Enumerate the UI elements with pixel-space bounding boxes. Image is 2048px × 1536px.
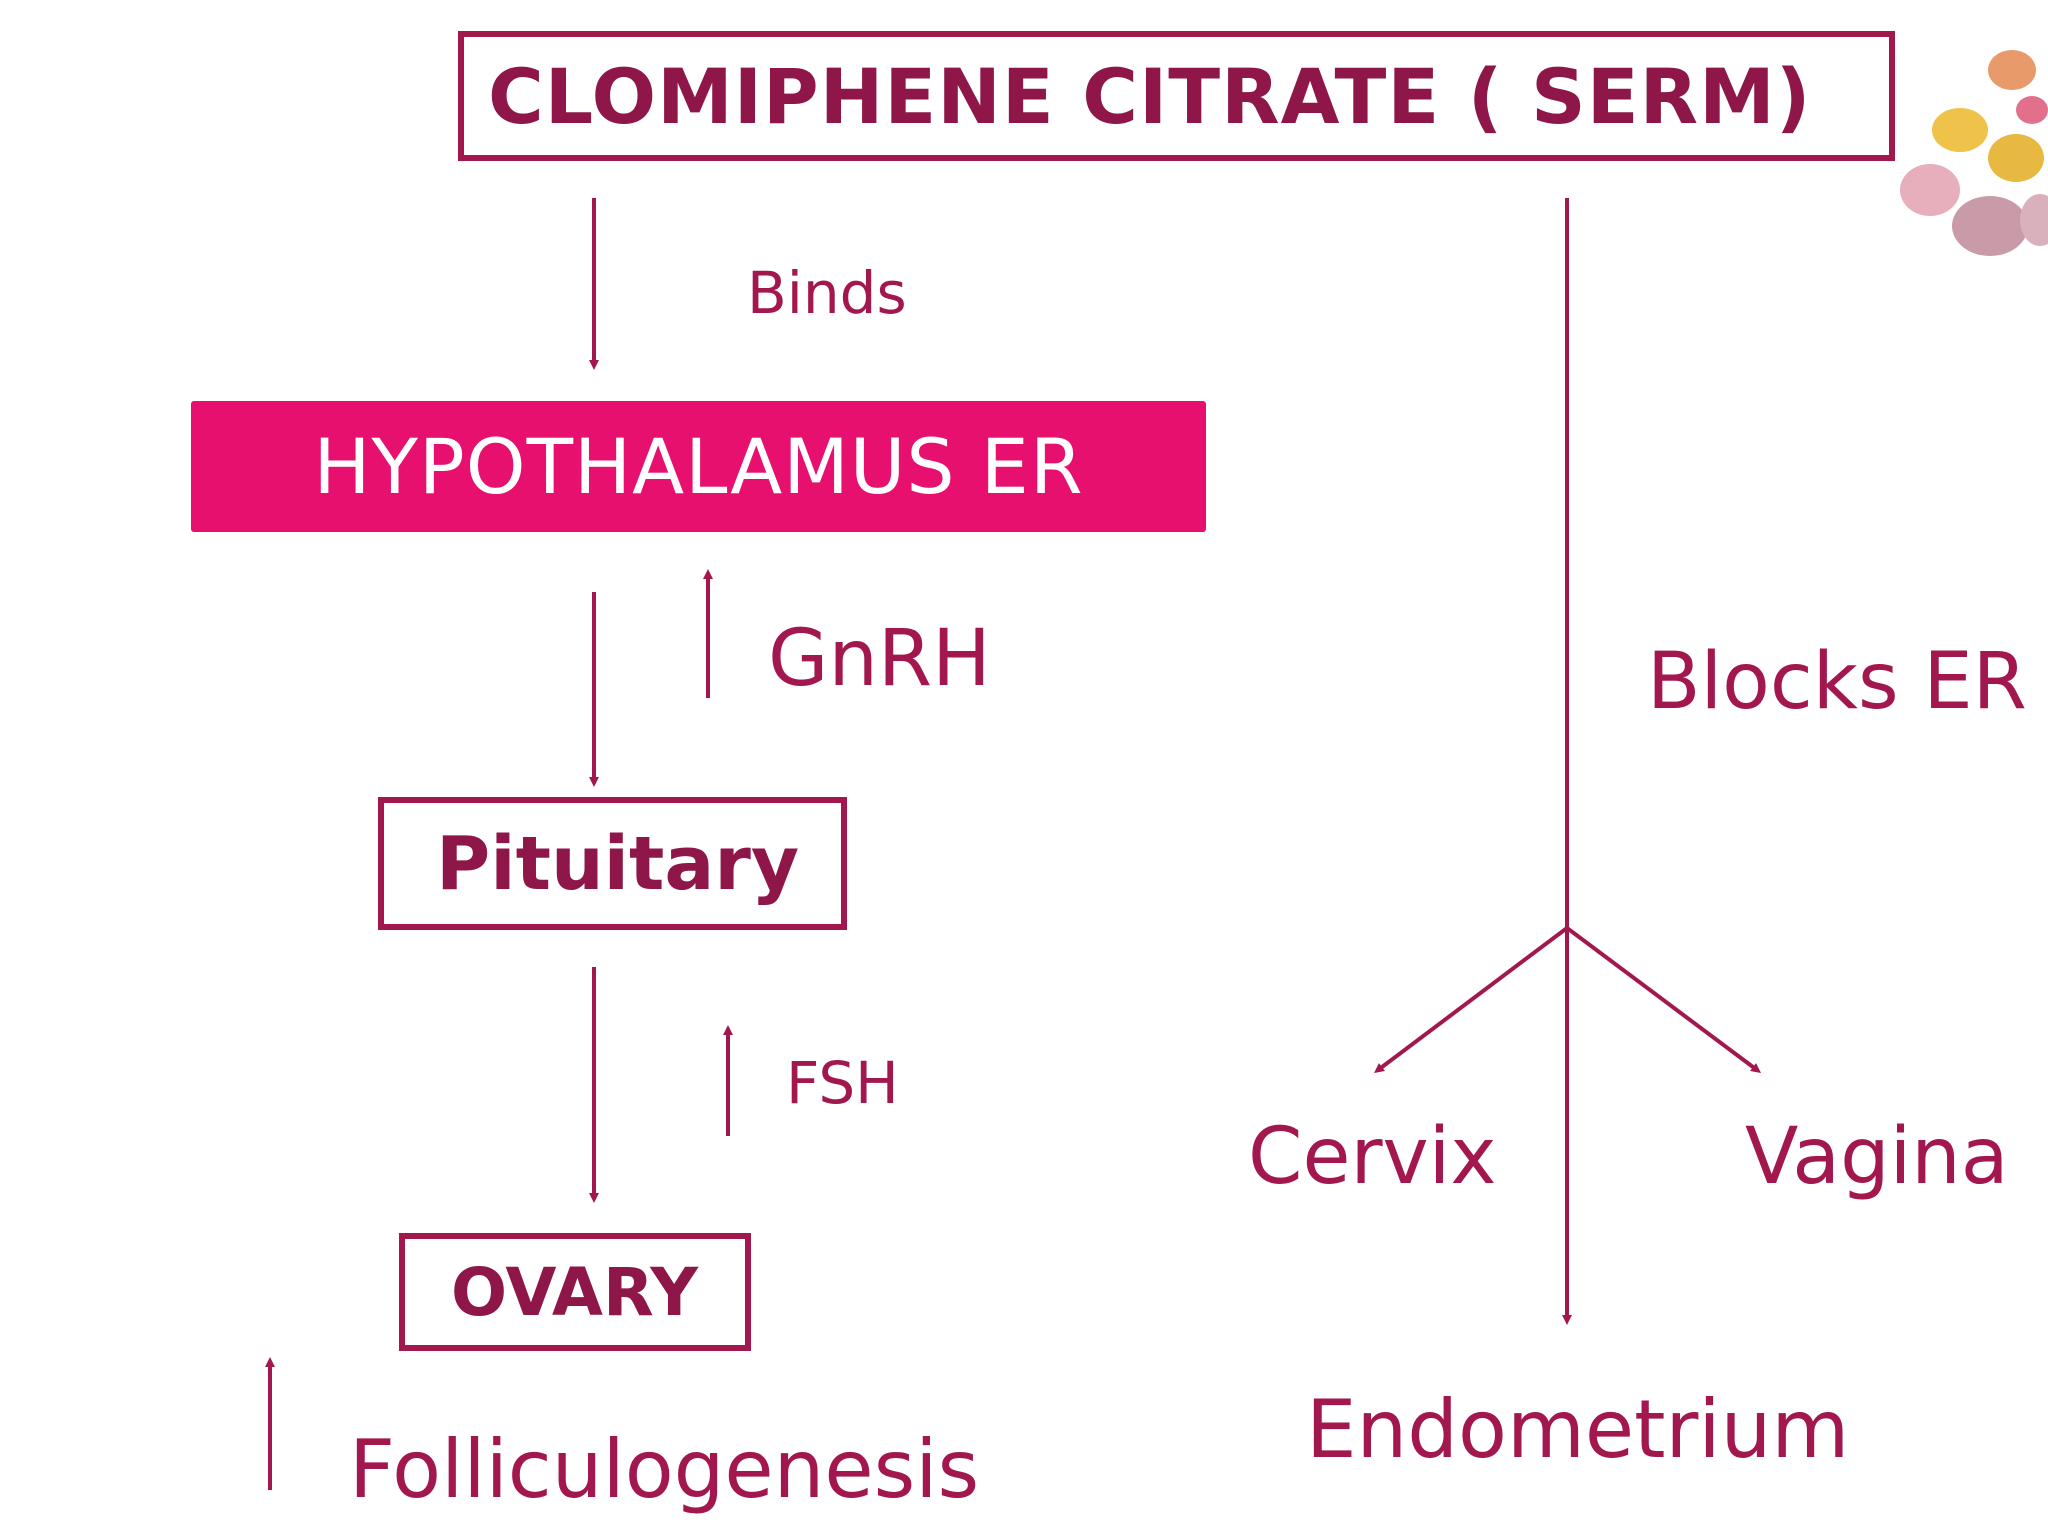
fsh-label: FSH bbox=[786, 1049, 899, 1117]
hypothalamus-er-box: HYPOTHALAMUS ER bbox=[191, 401, 1206, 532]
binds-label: Binds bbox=[747, 259, 907, 327]
pill-shape bbox=[1900, 164, 1960, 216]
pill-shape bbox=[1988, 134, 2044, 182]
ovary-box: OVARY bbox=[399, 1233, 751, 1351]
pills-decoration-icon bbox=[1900, 50, 2048, 256]
pill-shape bbox=[2016, 96, 2048, 124]
pituitary-box: Pituitary bbox=[378, 797, 847, 930]
pill-shape bbox=[1988, 50, 2036, 90]
endometrium-label: Endometrium bbox=[1306, 1383, 1850, 1476]
arrow-branch-to-cervix bbox=[1374, 926, 1569, 1074]
blocks-er-label: Blocks ER bbox=[1647, 637, 2027, 727]
arrow-branch-to-vagina bbox=[1565, 926, 1762, 1073]
gnrh-label: GnRH bbox=[768, 614, 991, 704]
pituitary-label: Pituitary bbox=[436, 820, 800, 907]
diagram-title: CLOMIPHENE CITRATE ( SERM) bbox=[488, 51, 1812, 141]
folliculogenesis-label: Folliculogenesis bbox=[349, 1423, 980, 1516]
ovary-label: OVARY bbox=[451, 1253, 699, 1331]
pill-shape bbox=[1952, 196, 2028, 256]
title-box: CLOMIPHENE CITRATE ( SERM) bbox=[458, 31, 1895, 161]
vagina-label: Vagina bbox=[1745, 1112, 2009, 1202]
hypothalamus-er-label: HYPOTHALAMUS ER bbox=[313, 422, 1084, 511]
cervix-label: Cervix bbox=[1248, 1112, 1497, 1202]
pill-shape bbox=[2020, 194, 2048, 246]
pill-shape bbox=[1932, 108, 1988, 152]
